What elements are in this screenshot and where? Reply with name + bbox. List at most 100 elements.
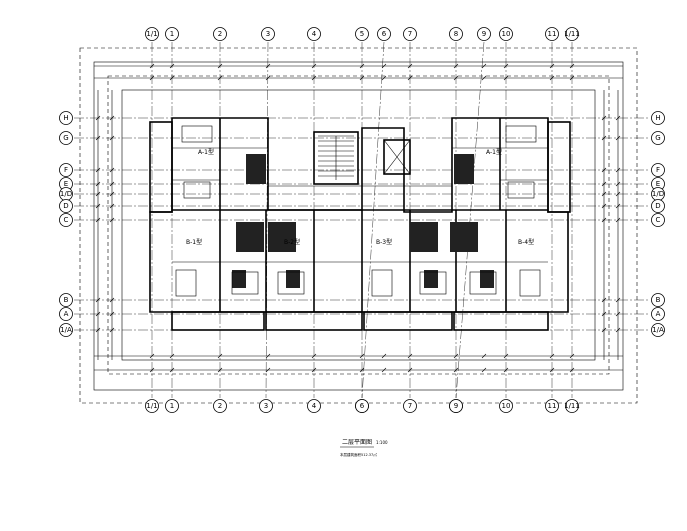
column-axis-bubble: 5 — [355, 27, 369, 41]
svg-text:C: C — [64, 216, 69, 224]
svg-text:1/D: 1/D — [60, 190, 72, 198]
svg-text:1/11: 1/11 — [564, 30, 580, 38]
unit-label: B-2型 — [284, 238, 300, 246]
svg-text:6: 6 — [360, 402, 365, 410]
service-shafts — [232, 154, 494, 288]
svg-text:B: B — [64, 296, 69, 304]
column-axis-bubble: 11 — [545, 27, 559, 41]
row-axis-bubble: C — [59, 213, 73, 227]
unit-label: A-1型 — [486, 148, 502, 156]
row-axis-bubble: G — [651, 131, 665, 145]
svg-text:F: F — [64, 166, 68, 174]
svg-text:H: H — [63, 114, 68, 122]
outer-dimension-frames — [79, 47, 638, 404]
row-axis-bubble: A — [651, 307, 665, 321]
column-axis-bubble: 1 — [165, 27, 179, 41]
title-block: 二层平面图 1:100 本层建筑面积512.37㎡ — [340, 439, 388, 457]
svg-text:H: H — [655, 114, 660, 122]
svg-text:B: B — [656, 296, 661, 304]
svg-text:F: F — [656, 166, 660, 174]
column-axis-bubble: 3 — [259, 399, 273, 413]
row-axis-bubble: F — [59, 163, 73, 177]
svg-text:11: 11 — [548, 30, 557, 38]
column-axis-bubble: 1/1 — [145, 27, 159, 41]
svg-text:5: 5 — [360, 30, 364, 38]
svg-text:1/A: 1/A — [60, 326, 72, 334]
svg-text:10: 10 — [502, 30, 511, 38]
svg-text:7: 7 — [408, 30, 412, 38]
svg-text:1/1: 1/1 — [146, 402, 157, 410]
svg-text:3: 3 — [264, 402, 268, 410]
column-axis-bubble: 1/11 — [564, 399, 580, 413]
svg-text:1/1: 1/1 — [146, 30, 157, 38]
dimension-lines — [94, 63, 623, 373]
column-axis-bubble: 6 — [355, 399, 369, 413]
svg-text:1: 1 — [170, 402, 174, 410]
furniture — [175, 125, 541, 297]
drawing-title: 二层平面图 — [342, 439, 372, 446]
svg-text:1: 1 — [170, 30, 174, 38]
svg-text:3: 3 — [266, 30, 270, 38]
svg-text:D: D — [655, 202, 660, 210]
svg-text:7: 7 — [408, 402, 412, 410]
column-axis-bubble: 11 — [545, 399, 559, 413]
unit-label: B-4型 — [518, 238, 534, 246]
svg-text:G: G — [63, 134, 68, 142]
row-axis-bubble: D — [651, 199, 665, 213]
column-axis-bubble: 1/1 — [145, 399, 159, 413]
column-axis-bubble: 3 — [261, 27, 275, 41]
svg-text:2: 2 — [218, 402, 222, 410]
svg-text:11: 11 — [548, 402, 557, 410]
drawing-subtitle: 本层建筑面积512.37㎡ — [340, 452, 377, 457]
drawing-scale: 1:100 — [376, 440, 388, 445]
row-axis-bubble: H — [59, 111, 73, 125]
building-outline — [149, 117, 571, 331]
svg-text:10: 10 — [502, 402, 511, 410]
column-axis-bubble: 7 — [403, 27, 417, 41]
svg-text:8: 8 — [454, 30, 458, 38]
row-axis-bubble: B — [59, 293, 73, 307]
column-axis-bubble: 10 — [499, 27, 513, 41]
svg-text:E: E — [656, 180, 660, 188]
grid-bubbles: 1/11/1112233445566778899101011111/111/11… — [59, 27, 665, 413]
row-axis-bubble: 1/A — [59, 323, 73, 337]
svg-text:A: A — [656, 310, 661, 318]
row-axis-bubble: 1/D — [59, 187, 73, 201]
svg-text:9: 9 — [482, 30, 486, 38]
column-axis-bubble: 1 — [165, 399, 179, 413]
svg-text:4: 4 — [312, 30, 317, 38]
svg-text:2: 2 — [218, 30, 222, 38]
row-axis-bubble: A — [59, 307, 73, 321]
svg-text:G: G — [655, 134, 660, 142]
column-axis-bubble: 6 — [377, 27, 391, 41]
column-axis-bubble: 9 — [449, 399, 463, 413]
row-axis-bubble: B — [651, 293, 665, 307]
column-axis-bubble: 7 — [403, 399, 417, 413]
column-axis-bubble: 2 — [213, 399, 227, 413]
column-axis-bubble: 1/11 — [564, 27, 580, 41]
column-axis-bubble: 2 — [213, 27, 227, 41]
unit-label: B-1型 — [186, 238, 202, 246]
svg-text:1/11: 1/11 — [564, 402, 580, 410]
unit-label: B-3型 — [376, 238, 392, 246]
row-axis-bubble: F — [651, 163, 665, 177]
svg-text:E: E — [64, 180, 68, 188]
row-axis-bubble: H — [651, 111, 665, 125]
column-axis-bubble: 8 — [449, 27, 463, 41]
stair-treads — [318, 135, 354, 180]
svg-text:4: 4 — [312, 402, 317, 410]
unit-label: A-1型 — [198, 148, 214, 156]
column-axis-bubble: 10 — [499, 399, 513, 413]
row-axis-bubble: D — [59, 199, 73, 213]
row-axis-bubble: G — [59, 131, 73, 145]
svg-text:1/A: 1/A — [652, 326, 664, 334]
svg-text:9: 9 — [454, 402, 458, 410]
column-axis-bubble: 9 — [477, 27, 491, 41]
column-axis-bubble: 4 — [307, 27, 321, 41]
row-axis-bubble: 1/D — [651, 187, 665, 201]
svg-text:6: 6 — [382, 30, 387, 38]
svg-text:C: C — [656, 216, 661, 224]
svg-text:D: D — [63, 202, 68, 210]
unit-labels: A-1型 A-1型 B-1型 B-2型 B-3型 B-4型 — [186, 148, 534, 246]
